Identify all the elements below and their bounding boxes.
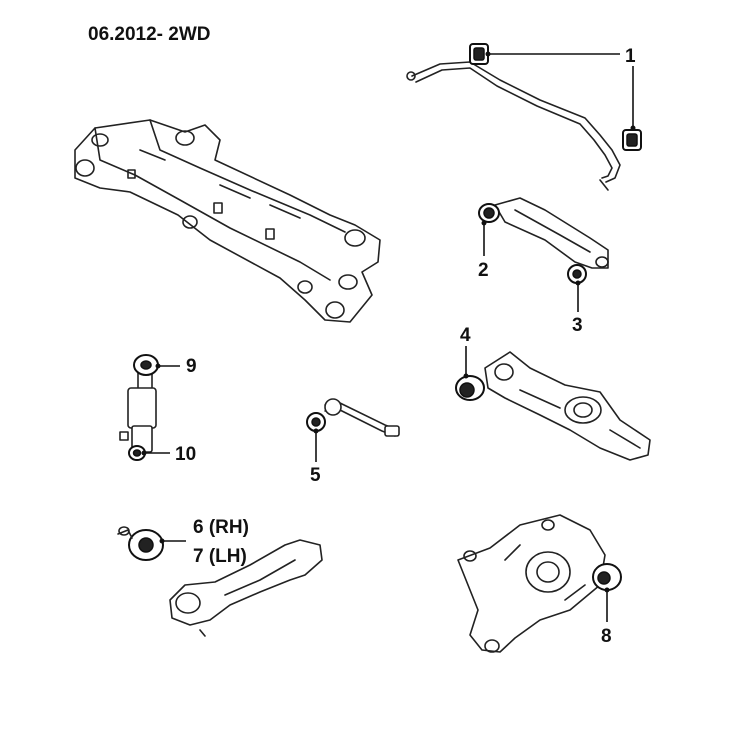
bushing-8 [592,563,622,591]
bushing-5 [306,412,326,432]
callout-9: 9 [186,356,197,377]
callout-6: 6 (RH) [193,517,249,538]
upper-control-arm [494,197,609,269]
shock-absorber [119,364,157,453]
bushing-6-7 [117,526,164,561]
callout-2: 2 [478,260,489,281]
bushing-2 [478,203,500,223]
diagram-title: 06.2012- 2WD [88,24,211,45]
rear-knuckle [457,514,606,653]
bushing-4 [455,375,485,401]
callout-5: 5 [310,465,321,486]
callout-3: 3 [572,315,583,336]
callout-10: 10 [175,444,196,465]
stabilizer-bar [406,61,621,191]
bushing-3 [567,264,587,284]
shock-upper-bushing-9 [133,354,159,376]
callout-8: 8 [601,626,612,647]
stabilizer-bushing-1a [469,43,489,65]
callout-7: 7 (LH) [193,546,247,567]
rear-subframe [74,119,381,323]
callout-4: 4 [460,325,471,346]
leader-lines [141,51,636,622]
lower-control-arm [484,351,651,461]
stabilizer-bushing-1b [622,129,642,151]
toe-link [324,398,400,437]
trailing-arm [169,539,323,637]
callout-1: 1 [625,46,636,67]
